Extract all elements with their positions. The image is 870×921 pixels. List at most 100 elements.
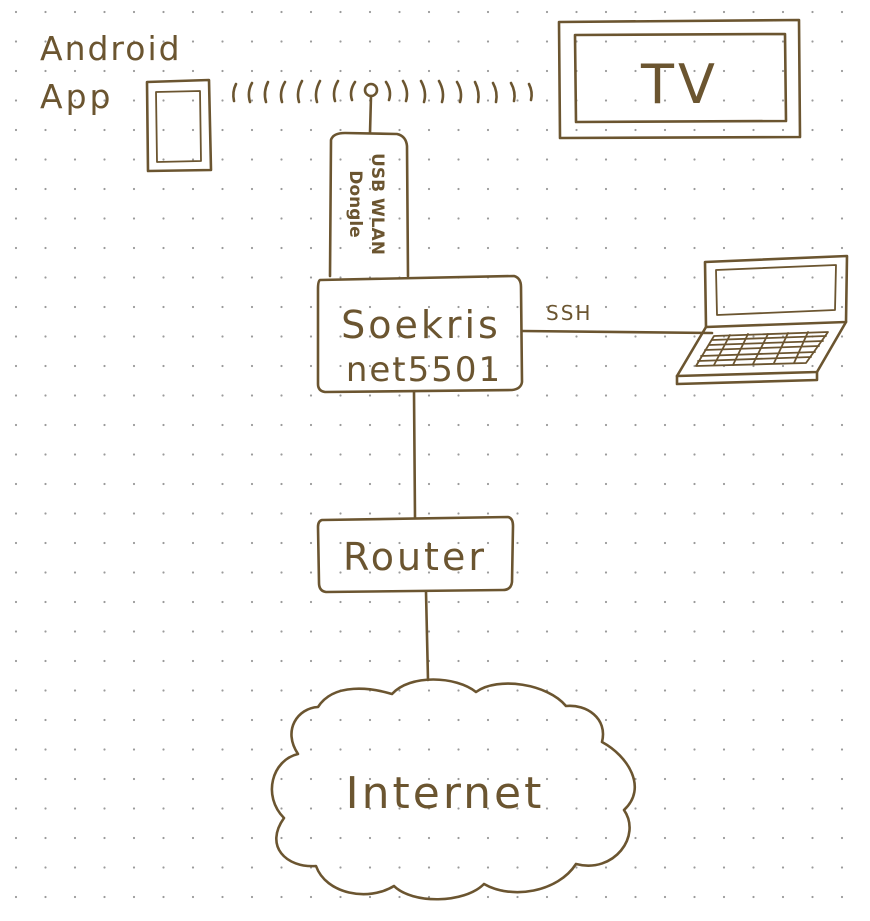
grid-dot [693,571,696,574]
grid-dot [634,512,637,515]
grid-dot [604,512,608,515]
grid-dot [132,305,136,309]
grid-dot [781,807,785,810]
grid-dot [516,866,519,869]
grid-dot [14,571,18,574]
grid-dot [840,571,844,574]
grid-dot [14,453,18,456]
grid-dot [280,453,283,456]
grid-dot [73,276,77,279]
grid-dot [44,866,47,869]
grid-dot [663,659,667,663]
grid-dot [191,364,195,368]
ssh-label: SSH [546,301,592,325]
grid-dot [545,512,549,515]
grid-dot [398,217,401,220]
grid-dot [44,394,47,397]
grid-dot [250,453,254,456]
grid-dot [280,246,283,250]
grid-dot [634,158,637,161]
grid-dot [752,718,755,722]
grid-dot [486,335,490,338]
grid-dot [752,335,755,338]
grid-dot [486,69,490,73]
grid-dot [162,99,165,102]
grid-dot [634,659,637,663]
grid-dot [693,217,696,220]
grid-dot [309,807,313,810]
grid-dot [398,423,401,427]
grid-dot [14,69,18,73]
grid-dot [103,158,106,161]
grid-dot [162,276,165,279]
grid-dot [73,394,77,397]
soekris-box [316,274,524,394]
grid-dot [339,807,342,810]
grid-dot [634,866,637,869]
grid-dot [73,512,77,515]
grid-dot [457,69,460,73]
grid-dot [191,305,195,309]
grid-dot [516,541,519,545]
grid-dot [191,335,195,338]
grid-dot [73,807,77,810]
grid-dot [752,305,755,309]
grid-dot [486,571,490,574]
grid-dot [162,69,165,73]
grid-dot [73,364,77,368]
grid-dot [191,423,195,427]
grid-dot [280,394,283,397]
grid-dot [752,807,755,810]
grid-dot [73,571,77,574]
grid-dot [162,512,165,515]
grid-dot [162,541,165,545]
grid-dot [575,748,578,751]
grid-dot [752,128,755,132]
grid-dot [604,807,608,810]
grid-dot [103,689,106,692]
grid-dot [663,69,667,73]
grid-dot [250,158,254,161]
grid-dot [516,807,519,810]
grid-dot [339,40,342,43]
grid-dot [781,394,785,397]
grid-dot [162,423,165,427]
grid-dot [250,718,254,722]
grid-dot [486,748,490,751]
grid-dot [339,69,342,73]
grid-dot [280,335,283,338]
grid-dot [280,69,283,73]
grid-dot [722,305,726,309]
grid-dot [250,99,254,102]
grid-dot [486,512,490,515]
grid-dot [634,335,637,338]
grid-dot [368,630,372,633]
grid-dot [14,40,18,43]
grid-dot [309,217,313,220]
grid-dot [309,423,313,427]
grid-dot [44,10,47,14]
grid-dot [398,394,401,397]
usb-dongle-label: USB WLAN Dongle [345,153,387,255]
grid-dot [693,866,696,869]
grid-dot [516,305,519,309]
grid-dot [398,895,401,899]
grid-dot [781,10,785,14]
grid-dot [73,10,77,14]
grid-dot [309,777,313,781]
grid-dot [604,777,608,781]
grid-dot [752,777,755,781]
grid-dot [309,158,313,161]
grid-dot [44,600,47,604]
grid-dot [722,689,726,692]
grid-dot [44,836,47,840]
grid-dot [781,453,785,456]
grid-dot [44,40,47,43]
grid-dot [693,40,696,43]
grid-dot [840,40,844,43]
grid-dot [840,305,844,309]
grid-dot [575,512,578,515]
grid-dot [840,335,844,338]
grid-dot [634,394,637,397]
grid-dot [781,364,785,368]
